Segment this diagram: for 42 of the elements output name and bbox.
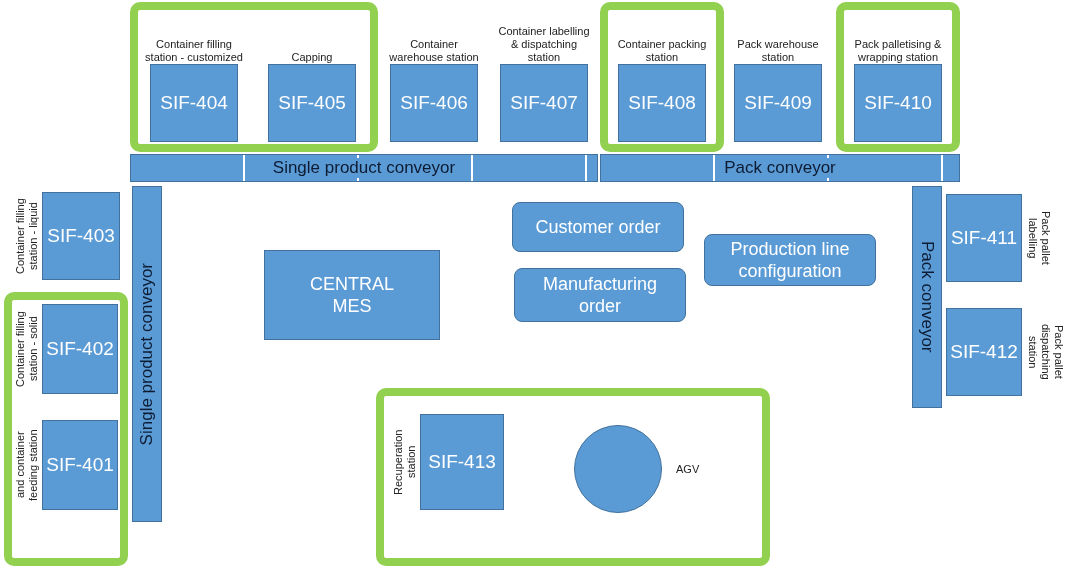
conveyor-label: Pack conveyor: [913, 241, 941, 353]
conveyor-label: Single product conveyor: [133, 262, 161, 446]
agv-label: AGV: [676, 462, 700, 476]
station-caption: Container filling station - liquid: [14, 197, 40, 276]
station-block: SIF-407: [500, 64, 588, 142]
station-caption: Recuperation station: [392, 428, 418, 497]
highlight-frame: [600, 2, 724, 152]
conveyor-belt: [912, 186, 942, 408]
station-caption: Capping: [291, 51, 333, 64]
info-card: Production line configuration: [704, 234, 876, 286]
conveyor-belt: [130, 154, 598, 182]
station-block: SIF-408: [618, 64, 706, 142]
station-block: SIF-406: [390, 64, 478, 142]
highlight-frame: [4, 292, 128, 566]
station-block: SIF-401: [42, 420, 118, 510]
station-caption: Container warehouse station: [388, 38, 480, 64]
station-caption: Container filling station - solid: [14, 310, 40, 389]
station-caption: Container labelling & dispatching station: [497, 25, 591, 64]
info-card: Manufacturing order: [514, 268, 686, 322]
station-block: SIF-405: [268, 64, 356, 142]
station-caption: and container feeding station: [14, 428, 40, 503]
highlight-frame: [376, 388, 770, 566]
station-caption: Pack warehouse station: [736, 38, 820, 64]
station-caption: Pack palletising & wrapping station: [853, 38, 943, 64]
station-block: SIF-403: [42, 192, 120, 280]
station-block: SIF-411: [946, 194, 1022, 282]
station-block: SIF-404: [150, 64, 238, 142]
station-block: SIF-413: [420, 414, 504, 510]
station-block: SIF-410: [854, 64, 942, 142]
conveyor-belt: [132, 186, 162, 522]
station-block: SIF-412: [946, 308, 1022, 396]
mes-block: CENTRAL MES: [264, 250, 440, 340]
info-card: Customer order: [512, 202, 684, 252]
station-block: SIF-402: [42, 304, 118, 394]
station-caption: Pack pallet dispatching station: [1026, 323, 1065, 382]
highlight-frame: [130, 2, 378, 152]
station-caption: Pack pallet labelling: [1026, 210, 1052, 267]
station-block: SIF-409: [734, 64, 822, 142]
station-caption: Container filling station - customized: [144, 38, 244, 64]
conveyor-belt: [600, 154, 960, 182]
station-caption: Container packing station: [616, 38, 708, 64]
highlight-frame: [836, 2, 960, 152]
